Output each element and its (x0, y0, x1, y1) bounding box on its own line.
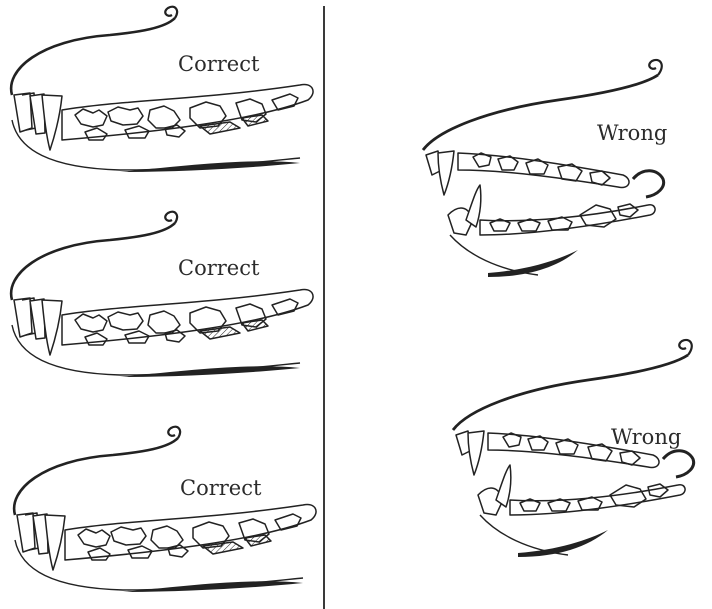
jaw-drawing-5 (453, 340, 694, 557)
jaw-drawing-3 (14, 427, 316, 592)
jaw-drawing-1 (11, 7, 313, 172)
jaw-drawing-4 (423, 60, 664, 277)
jaw-drawing-2 (11, 212, 313, 377)
